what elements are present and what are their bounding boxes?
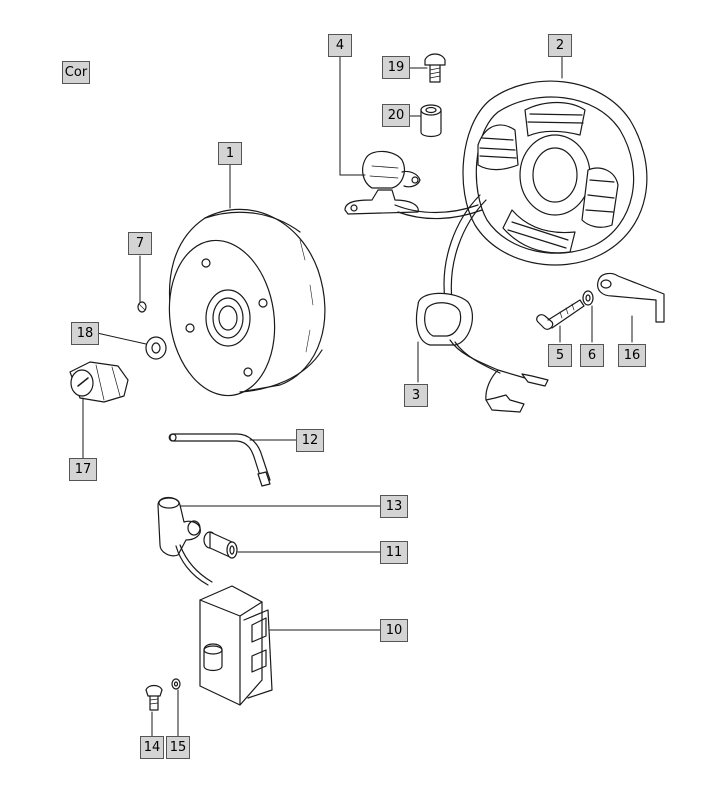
part-stator[interactable]	[462, 80, 648, 266]
callout-18[interactable]: 18	[71, 322, 99, 345]
part-wiring-harness[interactable]	[415, 194, 549, 413]
callout-1[interactable]: 1	[218, 142, 242, 165]
part-washer-15[interactable]	[171, 678, 181, 690]
callout-2[interactable]: 2	[548, 34, 572, 57]
callout-5[interactable]: 5	[548, 344, 572, 367]
callout-3[interactable]: 3	[404, 384, 428, 407]
callout-15[interactable]: 15	[166, 736, 190, 759]
callout-16[interactable]: 16	[618, 344, 646, 367]
callout-20[interactable]: 20	[382, 104, 410, 127]
corner-label: Cor	[62, 61, 90, 84]
callout-6[interactable]: 6	[580, 344, 604, 367]
part-ignition-coil-10[interactable]	[199, 585, 273, 706]
part-pulser-coil[interactable]	[344, 150, 483, 220]
leader-lines	[82, 54, 633, 737]
part-spacer-20[interactable]	[420, 104, 442, 138]
callout-12[interactable]: 12	[296, 429, 324, 452]
callout-19[interactable]: 19	[382, 56, 410, 79]
part-screw-19[interactable]	[424, 53, 446, 83]
part-washer-18[interactable]	[145, 336, 167, 360]
part-terminal-11[interactable]	[203, 531, 238, 559]
part-screw-14[interactable]	[145, 684, 163, 711]
callout-11[interactable]: 11	[380, 541, 408, 564]
callout-10[interactable]: 10	[380, 619, 408, 642]
part-nut-7[interactable]	[137, 301, 147, 313]
part-flywheel[interactable]	[160, 208, 326, 402]
part-flywheel-nut-17[interactable]	[69, 361, 129, 403]
callout-13[interactable]: 13	[380, 495, 408, 518]
callout-17[interactable]: 17	[69, 458, 97, 481]
part-washer-6[interactable]	[582, 290, 594, 306]
part-bracket-16[interactable]	[597, 272, 665, 323]
part-bolt-5[interactable]	[536, 299, 585, 330]
callout-14[interactable]: 14	[140, 736, 164, 759]
part-plug-cap-13[interactable]	[157, 496, 213, 586]
callout-4[interactable]: 4	[328, 34, 352, 57]
part-spark-wire-12[interactable]	[168, 433, 271, 487]
callout-7[interactable]: 7	[128, 232, 152, 255]
